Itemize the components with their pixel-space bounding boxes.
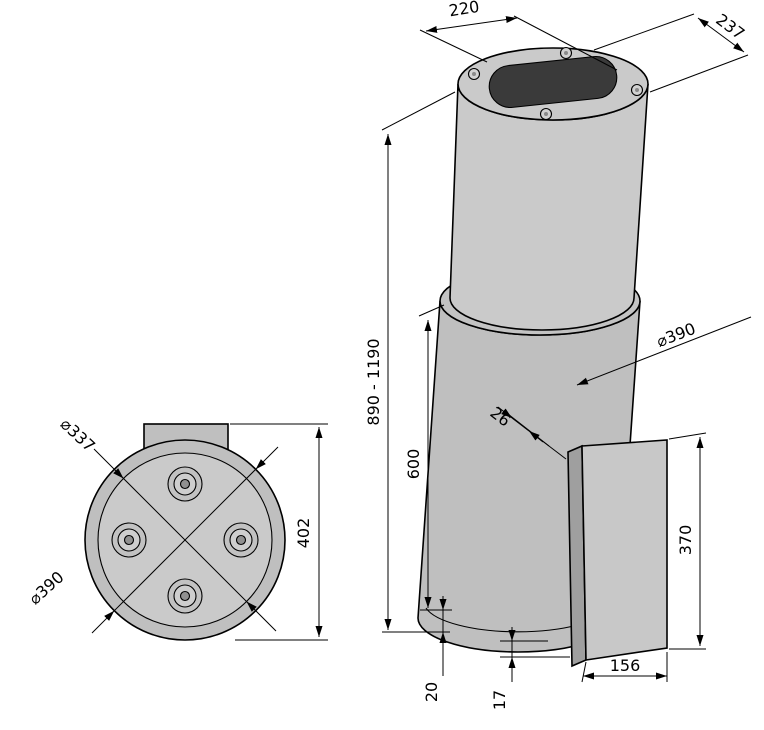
- dim-panel-width: 156: [581, 652, 668, 683]
- dim-outer-diameter-label: ⌀390: [25, 567, 68, 608]
- dim-bottom-rim-height-label: 20: [422, 682, 441, 702]
- dim-top-depth-label: 237: [712, 10, 748, 44]
- dim-panel-width-label: 156: [610, 656, 641, 675]
- lamp: [111, 522, 147, 558]
- dim-bottom-inset: 17: [490, 627, 570, 710]
- dim-inner-diameter-label: ⌀337: [57, 414, 99, 455]
- dim-top-width-label: 220: [448, 0, 481, 20]
- dim-overall-depth-label: 402: [294, 518, 313, 549]
- side-view: 220 237 890 - 1190 600: [364, 0, 752, 710]
- dim-panel-height-label: 370: [676, 525, 695, 556]
- dim-top-width: 220: [419, 0, 618, 71]
- bottom-view: ⌀337 ⌀390 402: [25, 414, 328, 641]
- screw-hole: [630, 83, 644, 97]
- lamp: [167, 466, 203, 502]
- filter-panel-front-face: [581, 439, 668, 661]
- chimney-upper-body: [449, 83, 649, 331]
- filter-panel: [567, 439, 668, 668]
- dim-bottom-inset-label: 17: [490, 690, 509, 710]
- dim-overall-depth: 402: [230, 423, 328, 641]
- duct-opening: [488, 55, 618, 109]
- dim-lower-section-height-label: 600: [404, 449, 423, 480]
- lamps: [111, 466, 259, 614]
- dim-bottom-rim-height: 20: [422, 596, 447, 702]
- screw-hole: [467, 67, 481, 81]
- dim-total-height: 890 - 1190: [364, 91, 456, 633]
- dim-lower-section-height: 600: [404, 304, 452, 611]
- dim-total-height-label: 890 - 1190: [364, 338, 383, 425]
- dim-panel-height: 370: [668, 432, 707, 650]
- screw-holes: [467, 46, 644, 121]
- screw-hole: [559, 46, 573, 60]
- side-view-dimensions: 220 237 890 - 1190 600: [364, 0, 752, 710]
- lamp: [167, 578, 203, 614]
- lamp: [223, 522, 259, 558]
- screw-hole: [539, 107, 553, 121]
